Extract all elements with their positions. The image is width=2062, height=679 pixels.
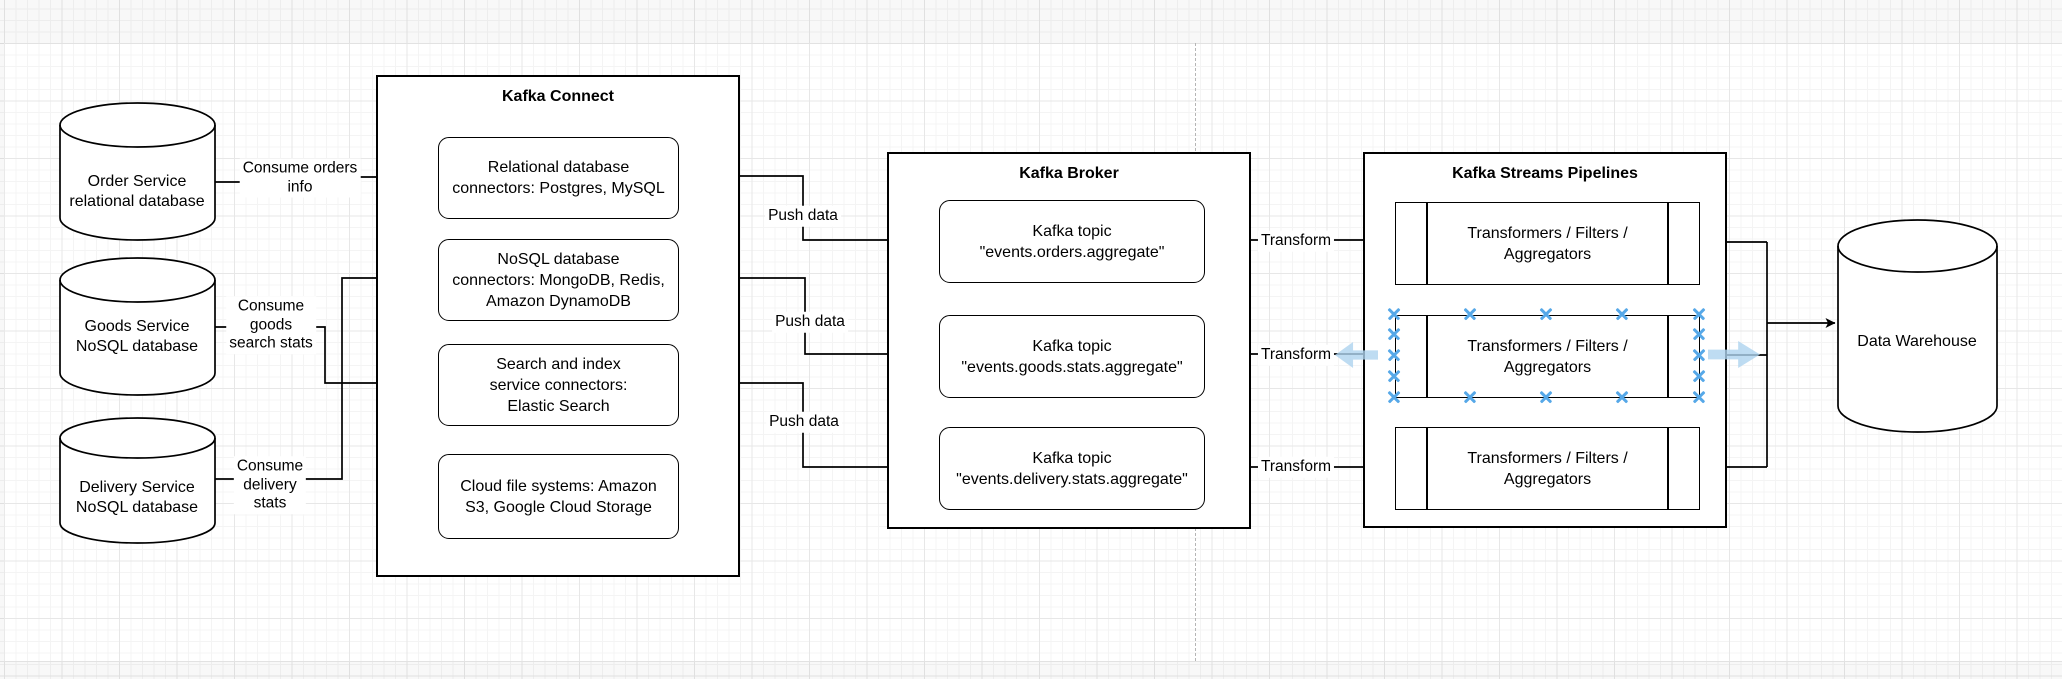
processor-delivery-label: Transformers / Filters / Aggregators <box>1467 449 1628 488</box>
goods-service-db-label[interactable]: Goods Service NoSQL database <box>75 318 199 355</box>
process-right-bar <box>1667 316 1669 397</box>
kafka-connect-container[interactable]: Kafka Connect Relational database connec… <box>376 75 740 577</box>
consume-goods-stats-label[interactable]: Consume goods search stats <box>226 296 316 354</box>
transform-label-3[interactable]: Transform <box>1257 456 1335 478</box>
cylinder-goods-service-db[interactable] <box>59 257 216 396</box>
push-data-label-1[interactable]: Push data <box>765 205 841 227</box>
delivery-service-db-label[interactable]: Delivery Service NoSQL database <box>75 479 199 516</box>
kafka-streams-container[interactable]: Kafka Streams Pipelines Transformers / F… <box>1363 152 1727 528</box>
processor-delivery-node[interactable]: Transformers / Filters / Aggregators <box>1395 427 1700 510</box>
order-service-db-label[interactable]: Order Service relational database <box>69 173 205 210</box>
processor-goods-label: Transformers / Filters / Aggregators <box>1467 337 1628 376</box>
relational-db-connectors-node[interactable]: Relational database connectors: Postgres… <box>438 137 679 219</box>
cylinder-order-service-db[interactable] <box>59 102 216 241</box>
processor-orders-node[interactable]: Transformers / Filters / Aggregators <box>1395 202 1700 285</box>
topic-goods-stats-aggregate-node[interactable]: Kafka topic "events.goods.stats.aggregat… <box>939 315 1205 398</box>
processor-goods-node[interactable]: Transformers / Filters / Aggregators <box>1395 315 1700 398</box>
process-left-bar <box>1426 316 1428 397</box>
transform-label-2[interactable]: Transform <box>1257 344 1335 366</box>
cloud-file-systems-node[interactable]: Cloud file systems: Amazon S3, Google Cl… <box>438 454 679 539</box>
push-data-label-3[interactable]: Push data <box>766 411 842 433</box>
search-index-connectors-node[interactable]: Search and index service connectors: Ela… <box>438 344 679 426</box>
process-left-bar <box>1426 203 1428 284</box>
process-right-bar <box>1667 428 1669 509</box>
process-right-bar <box>1667 203 1669 284</box>
transform-label-1[interactable]: Transform <box>1257 230 1335 252</box>
topic-delivery-stats-aggregate-node[interactable]: Kafka topic "events.delivery.stats.aggre… <box>939 427 1205 510</box>
cylinder-data-warehouse[interactable] <box>1837 219 1998 433</box>
nosql-db-connectors-node[interactable]: NoSQL database connectors: MongoDB, Redi… <box>438 239 679 321</box>
data-warehouse-label[interactable]: Data Warehouse <box>1857 333 1977 350</box>
push-data-label-2[interactable]: Push data <box>772 311 848 333</box>
consume-delivery-stats-label[interactable]: Consume delivery stats <box>233 456 307 514</box>
kafka-streams-title: Kafka Streams Pipelines <box>1452 165 1638 182</box>
cylinder-delivery-service-db[interactable] <box>59 417 216 544</box>
kafka-broker-container[interactable]: Kafka Broker Kafka topic "events.orders.… <box>887 152 1251 529</box>
consume-orders-info-label[interactable]: Consume orders info <box>239 158 361 198</box>
kafka-connect-title: Kafka Connect <box>501 88 615 105</box>
topic-orders-aggregate-node[interactable]: Kafka topic "events.orders.aggregate" <box>939 200 1205 283</box>
kafka-broker-title: Kafka Broker <box>1019 165 1119 182</box>
processor-orders-label: Transformers / Filters / Aggregators <box>1467 224 1628 263</box>
process-left-bar <box>1426 428 1428 509</box>
